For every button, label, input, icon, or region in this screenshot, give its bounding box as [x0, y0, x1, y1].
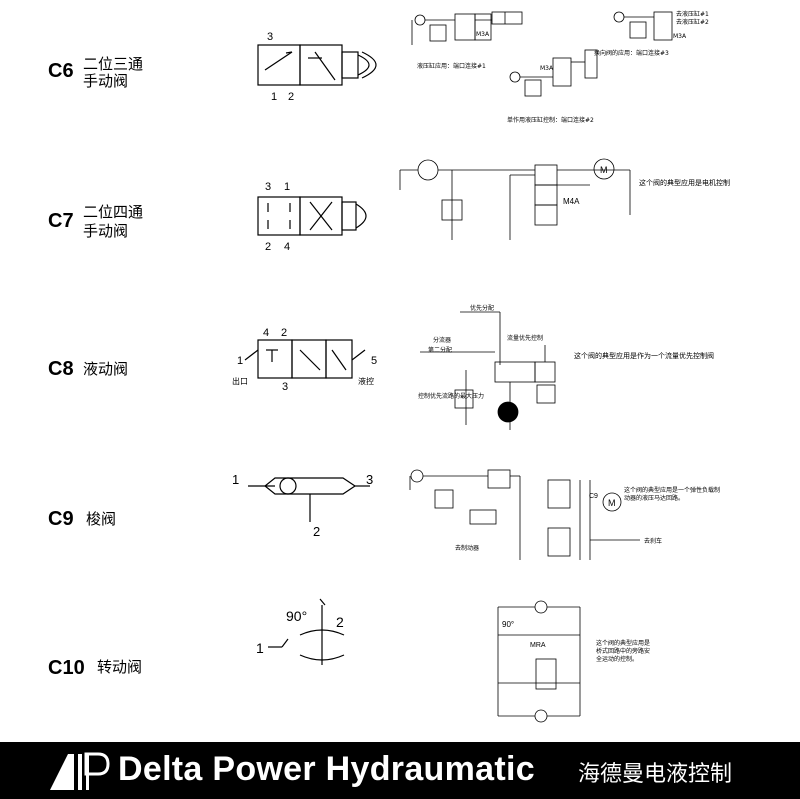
c10-angle: 90°	[502, 620, 514, 629]
row-c9: C9 梭阀 1 3 2 M C9 这个阀的典型应用是一个弹性负载制 动器的液压马…	[0, 450, 800, 595]
valve-name: 液动阀	[83, 360, 129, 378]
port-4-label: 4	[263, 327, 269, 339]
c6-side1: 去液压缸#1	[676, 10, 709, 18]
row-c8: C8 液动阀 4 2 1 5 3 出口 液控	[0, 290, 800, 450]
port-5-label: 5	[371, 355, 377, 367]
c9-tag: C9	[589, 493, 598, 500]
port-1-label: 1	[256, 640, 264, 656]
c8-circuit-diagram: 优先分配 流量优先控制 第二分配 控制优先流路的最大压力 分流器 这个阀的典型应…	[418, 304, 714, 430]
valve-name-line2: 手动阀	[83, 222, 129, 240]
c7-valve-symbol: 3 1 2 4	[257, 181, 367, 253]
port-4-label: 4	[284, 241, 290, 253]
c7-tag: M4A	[563, 197, 580, 206]
valve-code: C8	[48, 358, 74, 380]
valve-name: 转动阀	[97, 658, 143, 676]
port-1-label: 1	[271, 91, 277, 103]
c6-tag2: M3A	[673, 33, 687, 40]
c9-note-line1: 这个阀的典型应用是一个弹性负载制	[624, 486, 720, 494]
c6-note1: 液压缸应用：端口连接#1	[417, 62, 486, 70]
motor-label: M	[608, 498, 616, 508]
c9-t1: 去制动器	[455, 544, 479, 552]
c6-note3: 单作用液压缸控制：端口连接#2	[507, 116, 594, 124]
pilot-label: 液控	[358, 376, 374, 386]
valve-code: C6	[48, 60, 74, 82]
angle-label: 90°	[286, 608, 307, 624]
c9-valve-symbol: 1 3 2	[232, 472, 373, 539]
c9-note-line2: 动器的液压马达回路。	[624, 494, 684, 502]
c6-circuit-diagrams: 液压缸应用：端口连接#1 换向阀的应用：端口连接#3 单作用液压缸控制：端口连接…	[411, 10, 709, 124]
port-2-label: 2	[288, 91, 294, 103]
valve-code: C7	[48, 210, 74, 232]
c10-circuit-diagram: 90° MRA 这个阀的典型应用是 桥式回路中的旁路安 全运动的控制。	[497, 600, 650, 723]
c10-valve-symbol: 90° 2 1	[256, 598, 345, 665]
row-c6: C6 二位三通 手动阀 3 1 2	[0, 0, 800, 140]
c6-tag1: M3A	[476, 31, 490, 38]
c7-note: 这个阀的典型应用是电机控制	[639, 178, 730, 187]
port-2-label: 2	[313, 524, 320, 539]
valve-name-line1: 二位三通	[83, 55, 144, 73]
c9-circuit-diagram: M C9 这个阀的典型应用是一个弹性负载制 动器的液压马达回路。 去制动器 去刹…	[409, 469, 720, 560]
c10-note-line1: 这个阀的典型应用是	[596, 639, 650, 647]
c9-t2: 去刹车	[644, 537, 662, 545]
port-3-label: 3	[265, 181, 271, 193]
port-3-label: 3	[267, 31, 273, 43]
port-1-label: 1	[232, 472, 239, 487]
c8-note: 这个阀的典型应用是作为一个流量优先控制阀	[574, 351, 714, 360]
c8-t3: 第二分配	[428, 346, 452, 354]
c8-t2: 流量优先控制	[507, 334, 543, 342]
valve-name-line1: 二位四通	[83, 203, 144, 221]
c7-circuit-diagram: M M4A 这个阀的典型应用是电机控制	[399, 158, 730, 240]
c8-t1: 优先分配	[470, 304, 494, 312]
valve-name: 梭阀	[86, 510, 117, 528]
company-logo-icon	[50, 752, 110, 790]
c8-t4: 控制优先流路的最大压力	[418, 392, 484, 400]
c6-tag3: M3A	[540, 65, 554, 72]
row-c10: C10 转动阀 90° 2 1 90° MRA 这个阀的典型应用是 桥式回路中的…	[0, 595, 800, 742]
company-name-cn: 海德曼电液控制	[578, 762, 733, 787]
c6-side2: 去液压缸#2	[676, 18, 709, 26]
valve-code: C10	[48, 657, 85, 679]
motor-label: M	[600, 165, 608, 175]
c10-tag: MRA	[530, 642, 546, 649]
valve-name-line2: 手动阀	[83, 72, 129, 90]
valve-code: C9	[48, 508, 74, 530]
row-c7: C7 二位四通 手动阀 3 1 2 4 M	[0, 140, 800, 290]
port-3-label: 3	[366, 472, 373, 487]
footer-banner: Delta Power Hydraumatic 海德曼电液控制	[0, 742, 800, 799]
outlet-label: 出口	[232, 376, 248, 386]
port-2-label: 2	[265, 241, 271, 253]
c10-note-line2: 桥式回路中的旁路安	[596, 647, 650, 655]
port-2-label: 2	[281, 327, 287, 339]
c8-t5: 分流器	[433, 336, 451, 344]
c6-valve-symbol: 3 1 2	[257, 31, 377, 103]
port-1-label: 1	[237, 355, 243, 367]
port-2-label: 2	[336, 614, 344, 630]
port-1-label: 1	[284, 181, 290, 193]
c10-note-line3: 全运动的控制。	[596, 655, 638, 663]
port-3-label: 3	[282, 381, 288, 393]
c8-valve-symbol: 4 2 1 5 3 出口 液控	[232, 327, 377, 393]
c6-note2: 换向阀的应用：端口连接#3	[594, 49, 669, 57]
company-name: Delta Power Hydraumatic	[118, 750, 535, 788]
